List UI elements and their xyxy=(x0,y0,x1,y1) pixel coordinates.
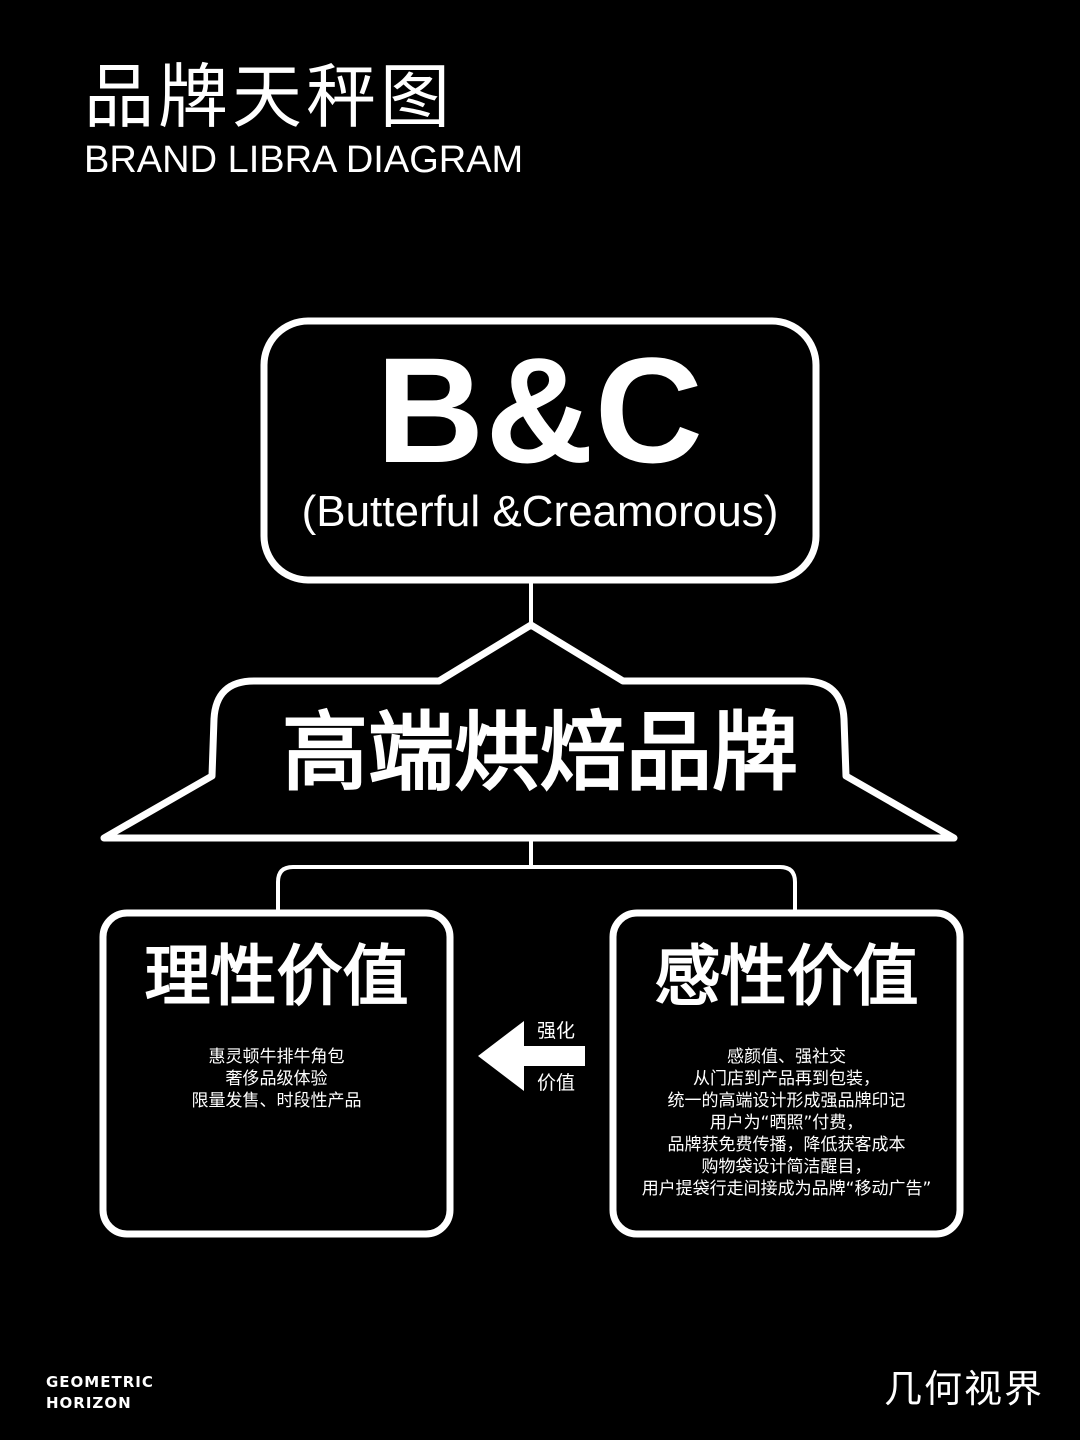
emotional-value-line: 用户为“晒照”付费， xyxy=(709,1113,864,1133)
footer-logo: GEOMETRIC HORIZON xyxy=(46,1372,154,1414)
emotional-value-line: 用户提袋行走间接成为品牌“移动广告” xyxy=(641,1179,932,1199)
brand-abbreviation: B&C xyxy=(376,326,704,494)
emotional-value-title: 感性价值 xyxy=(654,938,919,1015)
rational-value-lines: 惠灵顿牛排牛角包 奢侈品级体验 限量发售、时段性产品 xyxy=(103,1046,450,1112)
emotional-value-line: 购物袋设计简洁醒目， xyxy=(701,1157,872,1177)
rational-value-line: 限量发售、时段性产品 xyxy=(191,1091,362,1111)
footer-brand: 几何视界 xyxy=(883,1367,1044,1411)
rational-value-title: 理性价值 xyxy=(144,938,409,1015)
brand-box xyxy=(260,317,820,584)
emotional-value-box xyxy=(609,909,964,1238)
emotional-value-line: 统一的高端设计形成强品牌印记 xyxy=(667,1091,906,1111)
arrow-label-bottom: 价值 xyxy=(536,1072,575,1094)
emotional-value-lines: 感颜值、强社交 从门店到产品再到包装， 统一的高端设计形成强品牌印记 用户为“晒… xyxy=(613,1046,960,1200)
page-title: 品牌天秤图 xyxy=(84,56,454,138)
rational-value-line: 奢侈品级体验 xyxy=(225,1069,328,1089)
arrow-label-top: 强化 xyxy=(536,1020,575,1042)
brand-full-name: (Butterful &Creamorous) xyxy=(301,487,779,536)
footer-logo-line: GEOMETRIC xyxy=(46,1373,154,1391)
emotional-value-line: 感颜值、强社交 xyxy=(727,1047,846,1067)
emotional-value-line: 从门店到产品再到包装， xyxy=(693,1069,880,1089)
emotional-value-line: 品牌获免费传播，降低获客成本 xyxy=(667,1135,906,1155)
rational-value-box xyxy=(99,909,454,1238)
rational-value-line: 惠灵顿牛排牛角包 xyxy=(208,1047,345,1067)
category-label: 高端烘焙品牌 xyxy=(282,703,798,803)
page-subtitle: BRAND LIBRA DIAGRAM xyxy=(84,139,524,181)
footer-logo-line: HORIZON xyxy=(46,1394,132,1412)
branch-connector xyxy=(276,865,797,912)
arrow-left-icon xyxy=(478,1021,585,1091)
